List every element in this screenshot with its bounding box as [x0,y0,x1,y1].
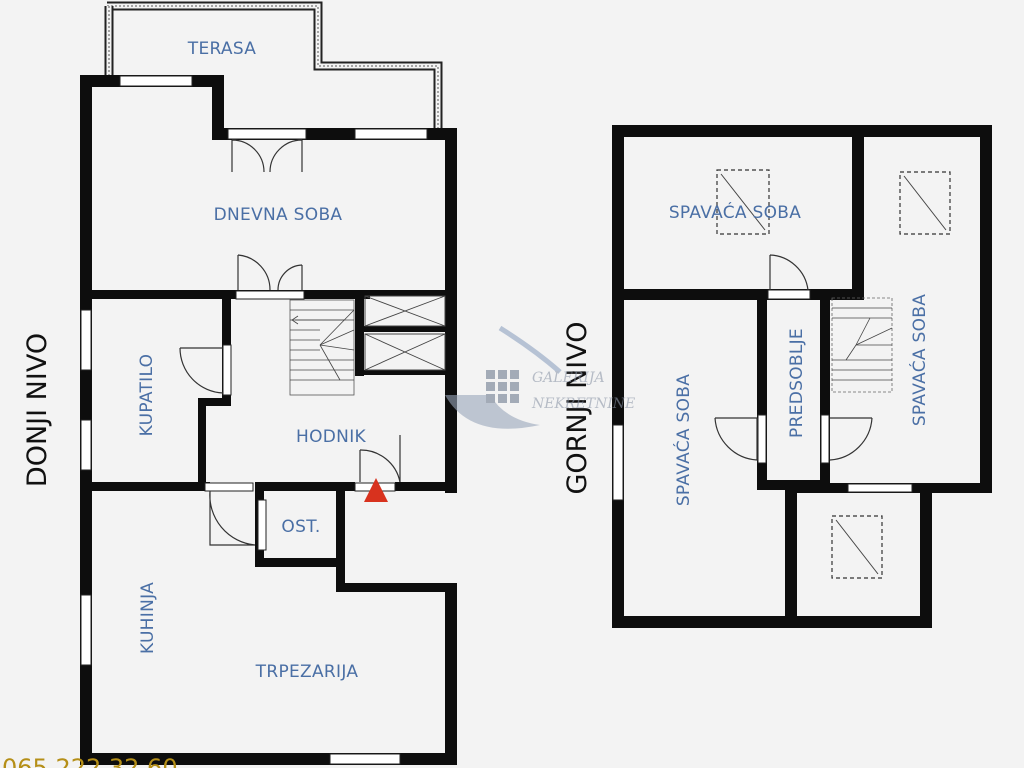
upper-skylights [716,169,951,579]
watermark-line1: GALERIJA [532,370,605,386]
label-lower-level: DONJI NIVO [22,333,53,487]
label-storage: OST. [281,517,320,537]
entrance-marker-icon [364,478,388,502]
label-bathroom: KUPATILO [137,354,157,437]
label-upper-level: GORNJI NIVO [562,321,593,494]
upper-windows [612,289,913,501]
upper-stairs [831,297,893,393]
label-terrace: TERASA [187,39,256,59]
lower-windows [80,75,428,765]
label-anteroom: PREDSOBLJE [787,328,807,438]
label-hallway: HODNIK [296,427,366,447]
upper-doors [714,254,873,461]
watermark-swoosh-icon [445,395,540,429]
label-bedroom-left: SPAVAĆA SOBA [672,374,694,506]
watermark-grid-icon [486,370,519,403]
watermark: GALERIJA NEKRETNINE [445,325,635,429]
label-dining: TRPEZARIJA [255,662,359,682]
lower-level-plan: TERASA DNEVNA SOBA KUPATILO HODNIK OST. … [22,1,457,765]
label-kitchen: KUHINJA [138,582,158,654]
lower-stairs [289,299,355,396]
upper-level-plan: SPAVAĆA SOBA SPAVAĆA SOBA PREDSOBLJE SPA… [562,125,992,628]
phone-number: 065 222 32 60 [2,754,178,768]
label-living-room: DNEVNA SOBA [214,205,343,225]
lower-voids [364,295,446,371]
terrace-outline [104,1,443,128]
watermark-line2: NEKRETNINE [531,396,635,412]
lower-doors [179,128,401,551]
label-bedroom-top: SPAVAĆA SOBA [669,201,801,223]
label-bedroom-right: SPAVAĆA SOBA [908,294,930,426]
